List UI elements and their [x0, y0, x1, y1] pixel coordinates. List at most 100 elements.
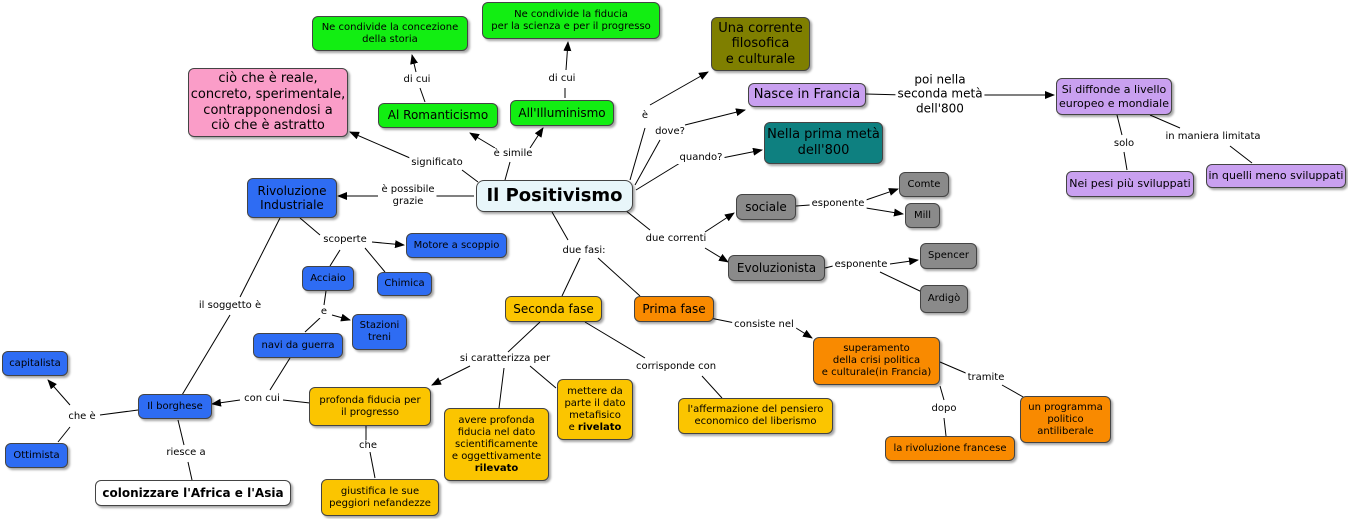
node-borghese[interactable]: Il borghese: [138, 394, 212, 419]
link-fasi-prima: [597, 257, 641, 297]
node-concezione[interactable]: Ne condivide la concezione della storia: [312, 16, 468, 51]
link-solo: [1116, 114, 1123, 136]
link-soggetto-2: [181, 314, 231, 396]
link-e: [629, 127, 646, 181]
node-capitalista[interactable]: capitalista: [2, 351, 68, 376]
node-avere-fiducia[interactable]: avere profonda fiducia nel dato scientif…: [444, 408, 549, 481]
node-affermazione[interactable]: l'affermazione del pensiero economico de…: [678, 398, 833, 434]
link-esponente-2-spencer: [889, 257, 919, 266]
node-spencer[interactable]: Spencer: [920, 243, 977, 269]
link-caratt-arrow: [431, 365, 471, 386]
link-di-cui-1-arrow: [410, 54, 418, 73]
link-concui-borghese: [211, 398, 241, 407]
node-positivismo[interactable]: Il Positivismo: [476, 180, 633, 212]
link-esponente-1: [795, 204, 811, 207]
link-superamento-dopo: [939, 385, 945, 401]
node-nasce-francia[interactable]: Nasce in Francia: [748, 83, 866, 107]
label-due-fasi: due fasi:: [560, 245, 608, 257]
label-e-simile: è simile: [491, 148, 535, 160]
link-quando: [635, 162, 681, 191]
node-profonda-fiducia[interactable]: profonda fiducia per il progresso: [309, 387, 431, 426]
link-dopo-rivoluzione: [943, 417, 947, 437]
node-corrente[interactable]: Una corrente filosofica e culturale: [711, 17, 810, 71]
link-seconda-caratterizza: [507, 321, 541, 353]
label-quando: quando?: [677, 152, 725, 164]
node-evoluzionista[interactable]: Evoluzionista: [728, 255, 825, 281]
link-caratt-avere: [498, 367, 505, 409]
link-limitata: [1149, 114, 1181, 129]
node-comte[interactable]: Comte: [899, 172, 949, 197]
node-illuminismo[interactable]: All'Illuminismo: [510, 100, 614, 126]
node-fiducia-scienza[interactable]: Ne condivide la fiducia per la scienza e…: [482, 2, 660, 39]
link-esponente-1-comte: [865, 188, 899, 201]
link-e-stazioni: [331, 313, 351, 322]
link-correnti-evol: [704, 247, 729, 263]
link-che-e: [99, 409, 139, 416]
link-consiste-arrow: [795, 327, 813, 339]
mettere-bold: rivelato: [577, 421, 622, 433]
node-giustifica[interactable]: giustifica le sue peggiori nefandezze: [321, 479, 439, 516]
link-seconda-corrisponde: [584, 321, 646, 359]
link-dove: [634, 139, 661, 186]
node-reale[interactable]: ciò che è reale, concreto, sperimentale,…: [188, 68, 348, 137]
node-prima-meta[interactable]: Nella prima metà dell'800: [764, 122, 883, 164]
link-di-cui-2-arrow: [563, 41, 572, 71]
label-tramite: tramite: [965, 372, 1007, 384]
label-in-maniera: in maniera limitata: [1163, 131, 1263, 143]
node-diffonde[interactable]: Si diffonde a livello europeo e mondiale: [1056, 78, 1172, 115]
node-programma[interactable]: un programma politico antiliberale: [1020, 396, 1111, 443]
node-acciaio[interactable]: Acciaio: [302, 266, 354, 291]
label-scoperte: scoperte: [321, 234, 369, 246]
node-navi[interactable]: navi da guerra: [253, 333, 343, 358]
node-rivoluzione-francese[interactable]: la rivoluzione francese: [885, 436, 1015, 461]
node-rivoluzione-industriale[interactable]: Rivoluzione Industriale: [247, 178, 337, 218]
link-acciaio-e: [323, 290, 327, 306]
link-correnti-sociale: [704, 212, 735, 233]
node-meno-sviluppati[interactable]: in quelli meno sviluppati: [1206, 164, 1346, 188]
label-riesce-a: riesce a: [164, 447, 208, 459]
label-che: che: [357, 440, 379, 452]
node-chimica[interactable]: Chimica: [377, 272, 432, 296]
link-fiducia-concui: [282, 399, 311, 404]
node-ardigo[interactable]: Ardigò: [920, 285, 968, 313]
label-corrisponde: corrisponde con: [633, 361, 719, 373]
node-superamento[interactable]: superamento della crisi politica e cultu…: [813, 337, 940, 385]
node-sociale[interactable]: sociale: [736, 194, 796, 220]
link-e-arrow: [649, 71, 709, 106]
link-esponente-1-mill: [865, 207, 904, 217]
link-scoperte: [299, 217, 321, 236]
link-che-e-capitalista: [47, 379, 71, 406]
node-ottimista[interactable]: Ottimista: [5, 443, 68, 468]
link-fasi-seconda: [561, 257, 581, 297]
link-corrisponde-affermazione: [701, 375, 723, 399]
node-mettere[interactable]: mettere da parte il dato metafisico e ri…: [557, 379, 633, 440]
label-di-cui-2: di cui: [546, 73, 578, 85]
node-prima-fase[interactable]: Prima fase: [634, 296, 714, 322]
link-simile: [504, 161, 511, 181]
link-simile-arrow-1: [469, 132, 496, 149]
link-significato-arrow: [349, 131, 411, 159]
node-stazioni[interactable]: Stazioni treni: [352, 314, 407, 350]
link-scoperte-arrow: [371, 240, 405, 249]
link-dove-arrow: [684, 108, 746, 126]
label-di-cui-1: di cui: [401, 74, 433, 86]
link-due-correnti: [624, 209, 651, 231]
link-che-e-ottimista: [57, 426, 71, 443]
link-di-cui-1: [419, 87, 426, 103]
node-colonizzare[interactable]: colonizzare l'Africa e l'Asia: [95, 480, 291, 506]
label-possibile: è possibile grazie: [379, 184, 437, 208]
node-romanticismo[interactable]: Al Romanticismo: [378, 103, 498, 128]
node-mill[interactable]: Mill: [905, 203, 940, 228]
node-motore[interactable]: Motore a scoppio: [406, 233, 507, 258]
label-e: è: [639, 110, 651, 122]
link-caratt-mettere: [529, 365, 557, 389]
link-e-navi: [304, 317, 321, 333]
link-navi-concui: [269, 357, 291, 391]
node-seconda-fase[interactable]: Seconda fase: [505, 296, 602, 322]
label-caratterizza: si caratterizza per: [457, 353, 553, 365]
node-pesi-sviluppati[interactable]: Nei pesi più sviluppati: [1066, 171, 1194, 197]
label-il-soggetto: il soggetto è: [196, 300, 264, 312]
link-due-fasi: [551, 211, 569, 241]
link-riesce: [177, 419, 185, 446]
